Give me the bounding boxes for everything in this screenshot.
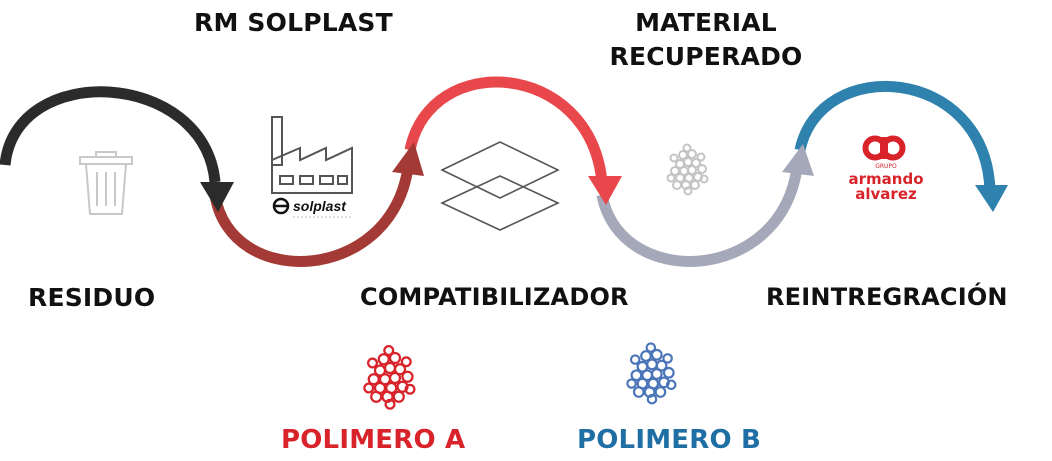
label-material-line1: MATERIAL (635, 8, 777, 37)
label-material-line2: RECUPERADO (609, 42, 803, 71)
logo-grupo-text: GRUPO (875, 163, 897, 170)
arrow-head-compatibilizador (588, 176, 622, 205)
armando-alvarez-logo (862, 135, 906, 161)
arc-residuo (0, 86, 221, 183)
factory-icon (271, 116, 353, 194)
arrow-head-rm-solplast (392, 142, 424, 176)
trash-icon (79, 151, 133, 215)
logo-armando-text: armando (849, 170, 924, 188)
label-compatibilizador: COMPATIBILIZADOR (360, 283, 629, 311)
logo-alvarez-text: alvarez (855, 185, 917, 203)
label-rm-solplast: RM SOLPLAST (194, 8, 393, 37)
arrow-head-residuo (200, 182, 234, 212)
label-polimero-b: POLIMERO B (577, 425, 762, 455)
arc-material-recuperado (596, 167, 803, 267)
arc-reintegracion (794, 80, 996, 191)
layers-icon (440, 141, 560, 231)
solplast-logo-text: solplast (293, 198, 347, 214)
label-polimero-a: POLIMERO A (281, 425, 466, 455)
arc-compatibilizador (404, 76, 608, 183)
arrow-head-material-recuperado (782, 144, 814, 176)
arrow-head-reintegracion (975, 185, 1008, 212)
pellets-icon-recovered (666, 143, 709, 196)
solplast-logo-mark (272, 197, 290, 215)
arc-rm-solplast (209, 167, 414, 267)
label-reintegracion: REINTREGRACIÓN (766, 283, 1008, 311)
pellets-icon-polymer-a (363, 345, 416, 410)
pellets-icon-polymer-b (626, 342, 677, 405)
label-residuo: RESIDUO (28, 283, 156, 312)
